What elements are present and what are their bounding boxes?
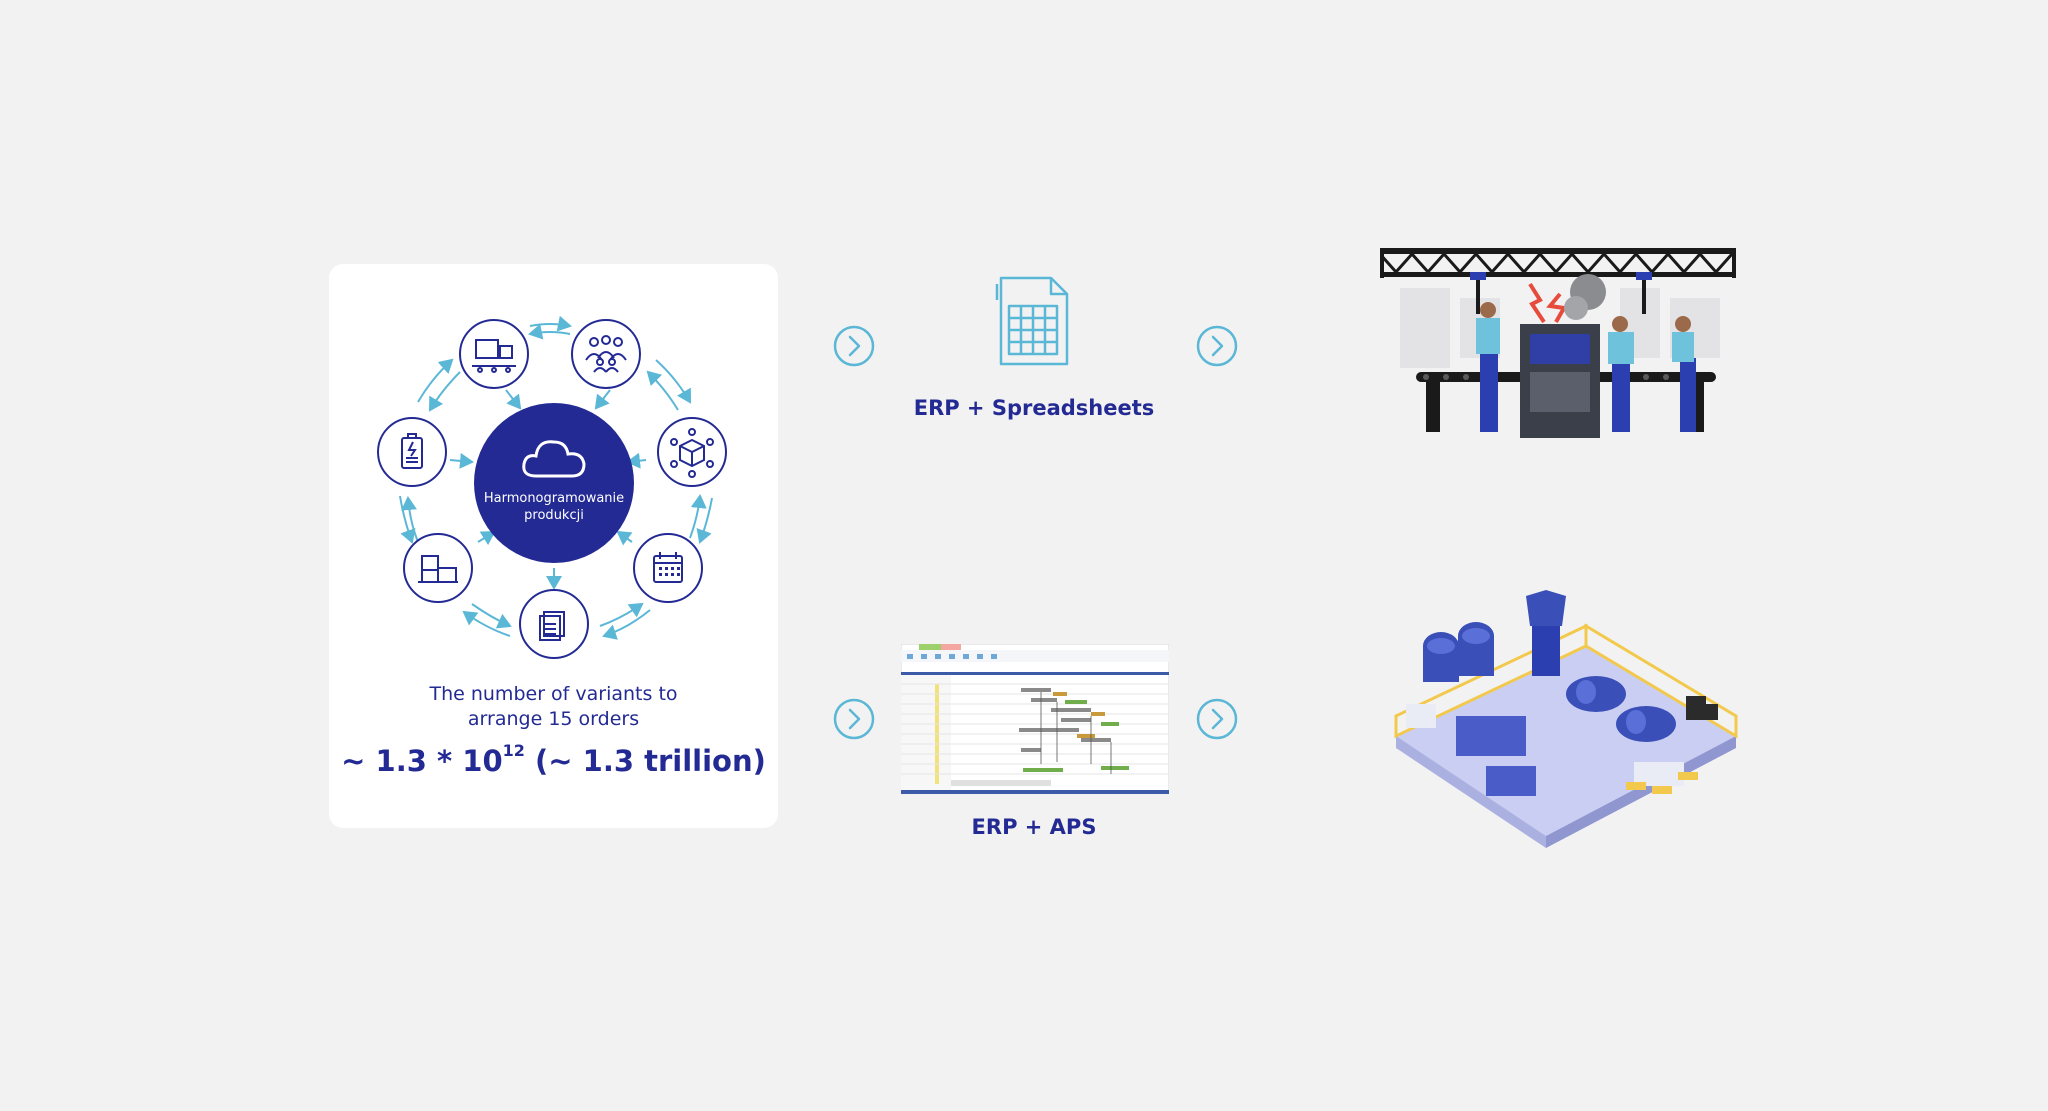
scheduling-cycle-diagram: Harmonogramowanie produkcji — [377, 315, 727, 659]
cloud-icon — [522, 440, 586, 478]
center-label-line1: Harmonogramowanie — [484, 491, 624, 506]
chevron-right-icon — [1196, 698, 1238, 740]
spreadsheet-document-icon — [995, 276, 1069, 366]
aps-gantt-screenshot — [901, 644, 1169, 794]
variants-line2: arrange 15 orders — [467, 708, 640, 730]
variants-caption: The number of variants to arrange 15 ord… — [329, 682, 778, 732]
team-icon — [571, 319, 641, 389]
chaotic-factory-illustration — [1380, 248, 1736, 438]
organized-factory-illustration — [1394, 590, 1738, 848]
variants-line1: The number of variants to — [429, 683, 678, 705]
battery-icon — [377, 417, 447, 487]
formula-suffix: (~ 1.3 trillion) — [524, 744, 766, 778]
formula-exponent: 12 — [502, 741, 525, 761]
erp-spreadsheets-label: ERP + Spreadsheets — [913, 396, 1155, 420]
center-label-line2: produkcji — [524, 508, 584, 523]
chevron-right-icon — [833, 325, 875, 367]
center-circle — [474, 403, 634, 563]
chevron-right-icon — [1196, 325, 1238, 367]
formula-prefix: ~ 1.3 * 10 — [341, 744, 503, 778]
variants-formula: ~ 1.3 * 1012 (~ 1.3 trillion) — [329, 741, 778, 778]
erp-aps-label: ERP + APS — [971, 815, 1097, 839]
conveyor-machine-icon — [459, 319, 529, 389]
chevron-right-icon — [833, 698, 875, 740]
